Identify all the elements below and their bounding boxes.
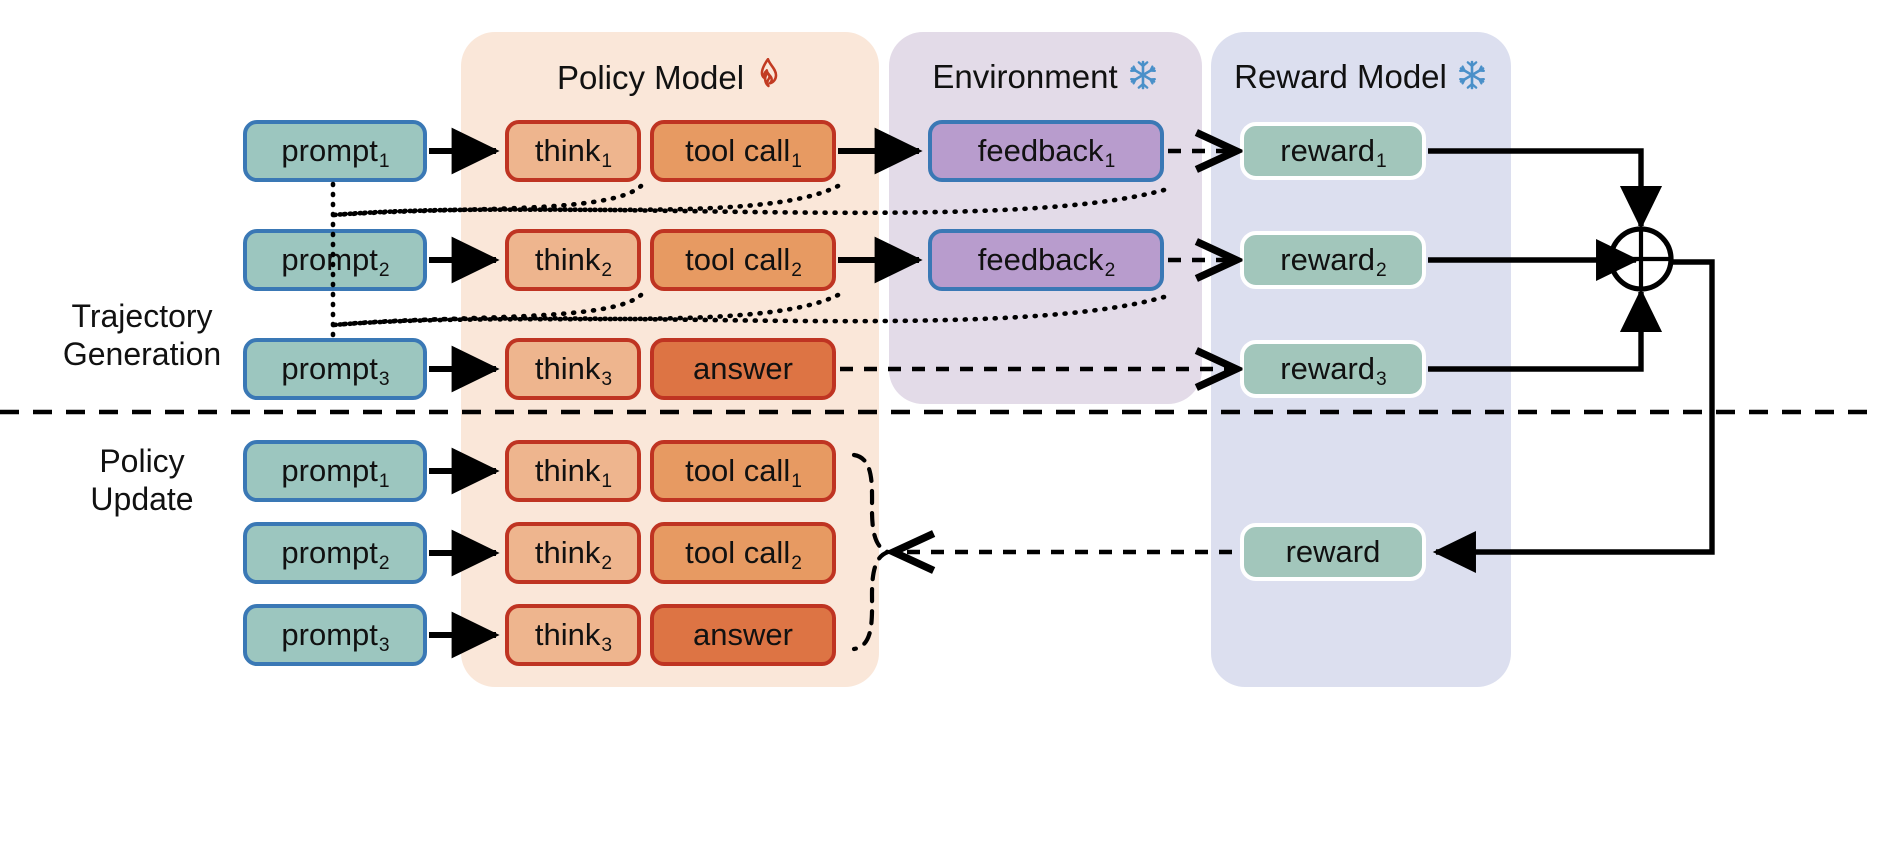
node-label: think (534, 133, 601, 168)
think-node[interactable]: think2 (505, 229, 641, 291)
panel-title-environment: Environment (889, 58, 1202, 96)
node-subscript: 2 (378, 553, 390, 574)
snowflake-icon (1127, 59, 1159, 96)
prompt-node[interactable]: prompt2 (243, 522, 427, 584)
node-label: tool call (685, 535, 791, 570)
stage-label-line2: Update (90, 480, 194, 517)
prompt-node[interactable]: prompt2 (243, 229, 427, 291)
node-label: think (534, 351, 601, 386)
stage-label-line1: Trajectory (71, 298, 213, 334)
node-subscript: 2 (1376, 260, 1387, 281)
node-label: prompt (281, 351, 378, 386)
think-node[interactable]: think1 (505, 440, 641, 502)
node-subscript: 2 (791, 553, 802, 574)
node-label: reward (1280, 351, 1376, 386)
policy-model-label: Policy Model (556, 58, 745, 96)
node-subscript: 1 (378, 471, 390, 492)
flame-icon (753, 57, 783, 97)
think-node[interactable]: think3 (505, 604, 641, 666)
reward-model-label: Reward Model (1234, 58, 1447, 95)
node-subscript: 2 (791, 260, 802, 281)
reward-node[interactable]: reward1 (1240, 122, 1426, 180)
stage-label-policy-update: Policy Update (42, 443, 242, 519)
node-subscript: 1 (791, 151, 802, 172)
reward-node[interactable]: reward2 (1240, 231, 1426, 289)
node-label: think (534, 242, 601, 277)
prompt-node[interactable]: prompt1 (243, 120, 427, 182)
node-label: tool call (685, 453, 791, 488)
node-subscript: 3 (1376, 369, 1387, 390)
tool-call-node[interactable]: tool call1 (650, 120, 836, 182)
node-label: think (534, 535, 601, 570)
answer-node[interactable]: answer (650, 338, 836, 400)
panel-title-reward-model: Reward Model (1211, 58, 1511, 96)
node-label: answer (693, 351, 793, 386)
node-label: tool call (685, 242, 791, 277)
node-subscript: 1 (378, 151, 390, 172)
node-label: prompt (281, 133, 378, 168)
node-subscript: 2 (601, 553, 613, 574)
node-label: prompt (281, 453, 378, 488)
node-subscript: 1 (1104, 151, 1116, 172)
node-label: think (534, 453, 601, 488)
node-subscript: 1 (601, 471, 613, 492)
answer-node[interactable]: answer (650, 604, 836, 666)
prompt-node[interactable]: prompt3 (243, 604, 427, 666)
think-node[interactable]: think2 (505, 522, 641, 584)
think-node[interactable]: think1 (505, 120, 641, 182)
node-label: reward (1285, 534, 1381, 569)
node-subscript: 1 (1376, 151, 1387, 172)
node-subscript: 2 (601, 260, 613, 281)
node-subscript: 3 (378, 369, 390, 390)
stage-label-line1: Policy (99, 443, 185, 479)
node-subscript: 1 (791, 471, 802, 492)
node-label: tool call (685, 133, 791, 168)
node-label: prompt (281, 242, 378, 277)
node-label: answer (693, 617, 793, 652)
stage-label-line2: Generation (62, 335, 222, 372)
think-node[interactable]: think3 (505, 338, 641, 400)
node-label: prompt (281, 535, 378, 570)
feedback-node[interactable]: feedback1 (928, 120, 1164, 182)
prompt-node[interactable]: prompt1 (243, 440, 427, 502)
node-label: feedback (977, 242, 1104, 277)
sum-node (1608, 226, 1674, 292)
node-label: reward (1280, 242, 1376, 277)
panel-environment (889, 32, 1202, 404)
node-subscript: 3 (378, 635, 390, 656)
node-subscript: 2 (1104, 260, 1116, 281)
tool-call-node[interactable]: tool call2 (650, 522, 836, 584)
tool-call-node[interactable]: tool call1 (650, 440, 836, 502)
final-reward-node[interactable]: reward (1240, 523, 1426, 581)
node-label: reward (1280, 133, 1376, 168)
stage-label-trajectory-generation: Trajectory Generation (42, 298, 242, 374)
node-subscript: 2 (378, 260, 390, 281)
environment-label: Environment (932, 58, 1118, 95)
tool-call-node[interactable]: tool call2 (650, 229, 836, 291)
prompt-node[interactable]: prompt3 (243, 338, 427, 400)
reward-node[interactable]: reward3 (1240, 340, 1426, 398)
node-subscript: 3 (601, 369, 613, 390)
node-label: prompt (281, 617, 378, 652)
node-subscript: 3 (601, 635, 613, 656)
snowflake-icon (1456, 59, 1488, 96)
node-subscript: 1 (601, 151, 613, 172)
panel-title-policy-model: Policy Model (461, 57, 879, 97)
node-label: feedback (977, 133, 1104, 168)
feedback-node[interactable]: feedback2 (928, 229, 1164, 291)
node-label: think (534, 617, 601, 652)
